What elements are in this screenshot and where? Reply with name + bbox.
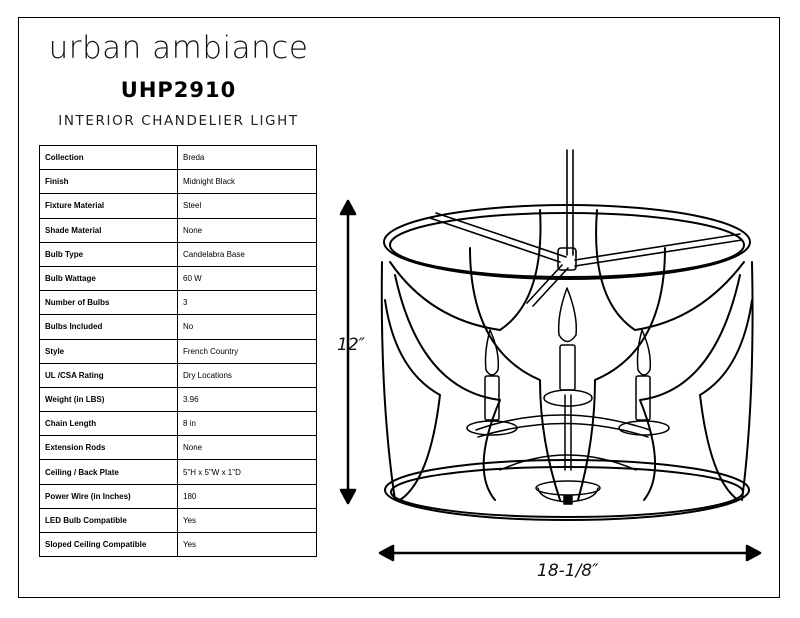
candle-center	[543, 287, 593, 407]
width-dimension-arrow	[378, 544, 762, 562]
spec-label: LED Bulb Compatible	[39, 507, 178, 534]
spec-label: Extension Rods	[39, 435, 178, 461]
spec-value: Candelabra Base	[177, 241, 317, 267]
spec-value: 3.96	[177, 386, 317, 413]
spec-label: UL /CSA Rating	[39, 362, 178, 388]
height-dimension-label: 12″	[337, 335, 365, 355]
spec-value: Breda	[177, 144, 317, 171]
spec-label: Sloped Ceiling Compatible	[39, 531, 178, 558]
bottom-ring	[384, 459, 750, 521]
spec-value: No	[177, 314, 317, 340]
spec-value: 5"H x 5"W x 1"D	[177, 459, 317, 485]
spec-value: Yes	[177, 531, 317, 558]
bottom-cup	[535, 480, 601, 505]
spec-value: Steel	[177, 193, 317, 219]
spec-label: Number of Bulbs	[39, 290, 178, 316]
spec-value: None	[177, 217, 317, 243]
spec-label: Ceiling / Back Plate	[39, 459, 178, 485]
spec-value: French Country	[177, 338, 317, 364]
model-number: UHP2910	[120, 78, 237, 102]
spec-label: Fixture Material	[39, 193, 178, 219]
width-dimension-label: 18-1/8″	[537, 561, 599, 581]
spec-value: 3	[177, 290, 317, 316]
height-dimension-arrow	[339, 199, 357, 505]
candle-right	[618, 329, 670, 436]
spec-row: Power Wire (in Inches)180	[39, 483, 317, 509]
page-frame	[18, 17, 780, 598]
candle-arms	[475, 394, 651, 471]
downrod	[566, 149, 574, 256]
spec-value: Dry Locations	[177, 362, 317, 388]
spec-label: Bulbs Included	[39, 314, 178, 340]
spec-label: Bulb Wattage	[39, 265, 178, 292]
brand-logo-text: urban ambiance	[48, 30, 309, 66]
cross-arms	[429, 212, 743, 307]
spec-value: Midnight Black	[177, 169, 317, 195]
top-ring	[383, 204, 751, 280]
spec-label: Finish	[39, 169, 178, 195]
product-subtitle: INTERIOR CHANDELIER LIGHT	[58, 113, 299, 129]
cage-ribs	[380, 209, 754, 501]
